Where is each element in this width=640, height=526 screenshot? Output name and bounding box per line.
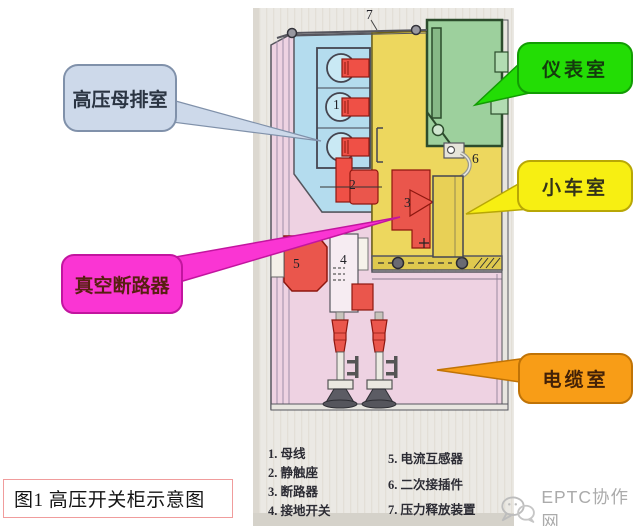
figure-caption: 图1 高压开关柜示意图 [3,479,233,518]
legend-item: 2. 静触座 [268,466,319,480]
legend-column-2: 5. 电流互感器 6. 二次接插件 7. 压力释放装置 [388,447,476,524]
part-number-current-transformer: 5 [293,256,300,271]
callout-cable-room: 电缆室 [518,353,633,404]
legend-item: 5. 电流互感器 [388,452,464,466]
callout-vacuum-breaker: 真空断路器 [61,254,183,314]
part-number-busbar: 1 [333,97,340,112]
legend-item: 4. 接地开关 [268,504,331,518]
legend-item: 1. 母线 [268,447,306,461]
part-number-pressure-release: 7 [366,7,373,22]
watermark: EPTC协作网 [500,484,640,526]
figure-caption-text: 图1 高压开关柜示意图 [14,490,205,511]
legend-item: 6. 二次接插件 [388,477,464,492]
callout-trolley-room: 小车室 [517,160,633,212]
callout-instrument-room-label: 仪表室 [541,59,608,81]
callout-instrument-room: 仪表室 [517,42,633,94]
legend-item: 3. 断路器 [268,485,319,499]
part-number-static-contact: 2 [349,177,356,192]
legend-column-1: 1. 母线 2. 静触座 3. 断路器 4. 接地开关 [268,445,331,521]
legend-item: 7. 压力释放装置 [388,503,476,517]
part-number-breaker: 3 [404,195,411,210]
watermark-text: EPTC协作网 [541,487,629,526]
part-number-secondary-plug: 6 [472,151,479,166]
part-number-earthing-switch: 4 [340,252,347,267]
callout-busbar-room-label: 高压母排室 [72,89,168,111]
callout-busbar-room: 高压母排室 [63,64,177,132]
callout-cable-room-label: 电缆室 [542,370,609,391]
wechat-icon [501,496,535,523]
callout-trolley-room-label: 小车室 [541,177,608,199]
callout-vacuum-breaker-label: 真空断路器 [74,275,170,297]
